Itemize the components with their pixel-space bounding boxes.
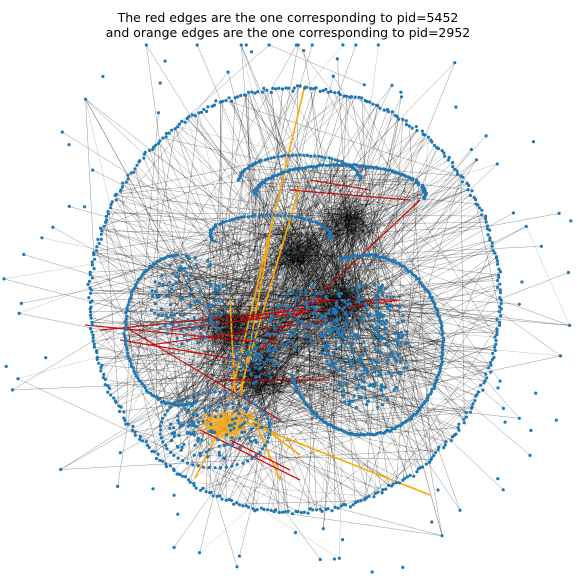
red-highlight-edge	[119, 339, 241, 361]
graph-nodes	[2, 43, 573, 574]
red-highlight-edge	[229, 439, 291, 471]
node-layer	[2, 43, 573, 574]
red-highlight-edge	[169, 299, 401, 331]
graph-edges	[3, 44, 570, 567]
red-highlight-edge	[239, 299, 331, 321]
orange-highlight-edge	[229, 84, 306, 401]
red-highlight-edge	[289, 189, 411, 201]
orange-highlight-edge	[239, 234, 271, 401]
red-highlight-edge	[149, 319, 331, 346]
red-highlight-edge	[199, 429, 301, 481]
edge-layer	[3, 44, 570, 567]
figure-title-line-1: The red edges are the one corresponding …	[117, 10, 459, 25]
orange-highlight-edge	[229, 299, 236, 396]
figure-title-line-2: and orange edges are the one correspondi…	[106, 25, 471, 40]
red-highlight-edge	[309, 179, 371, 191]
highlighted-edge-layer	[84, 84, 431, 496]
red-highlight-edge	[259, 199, 421, 351]
